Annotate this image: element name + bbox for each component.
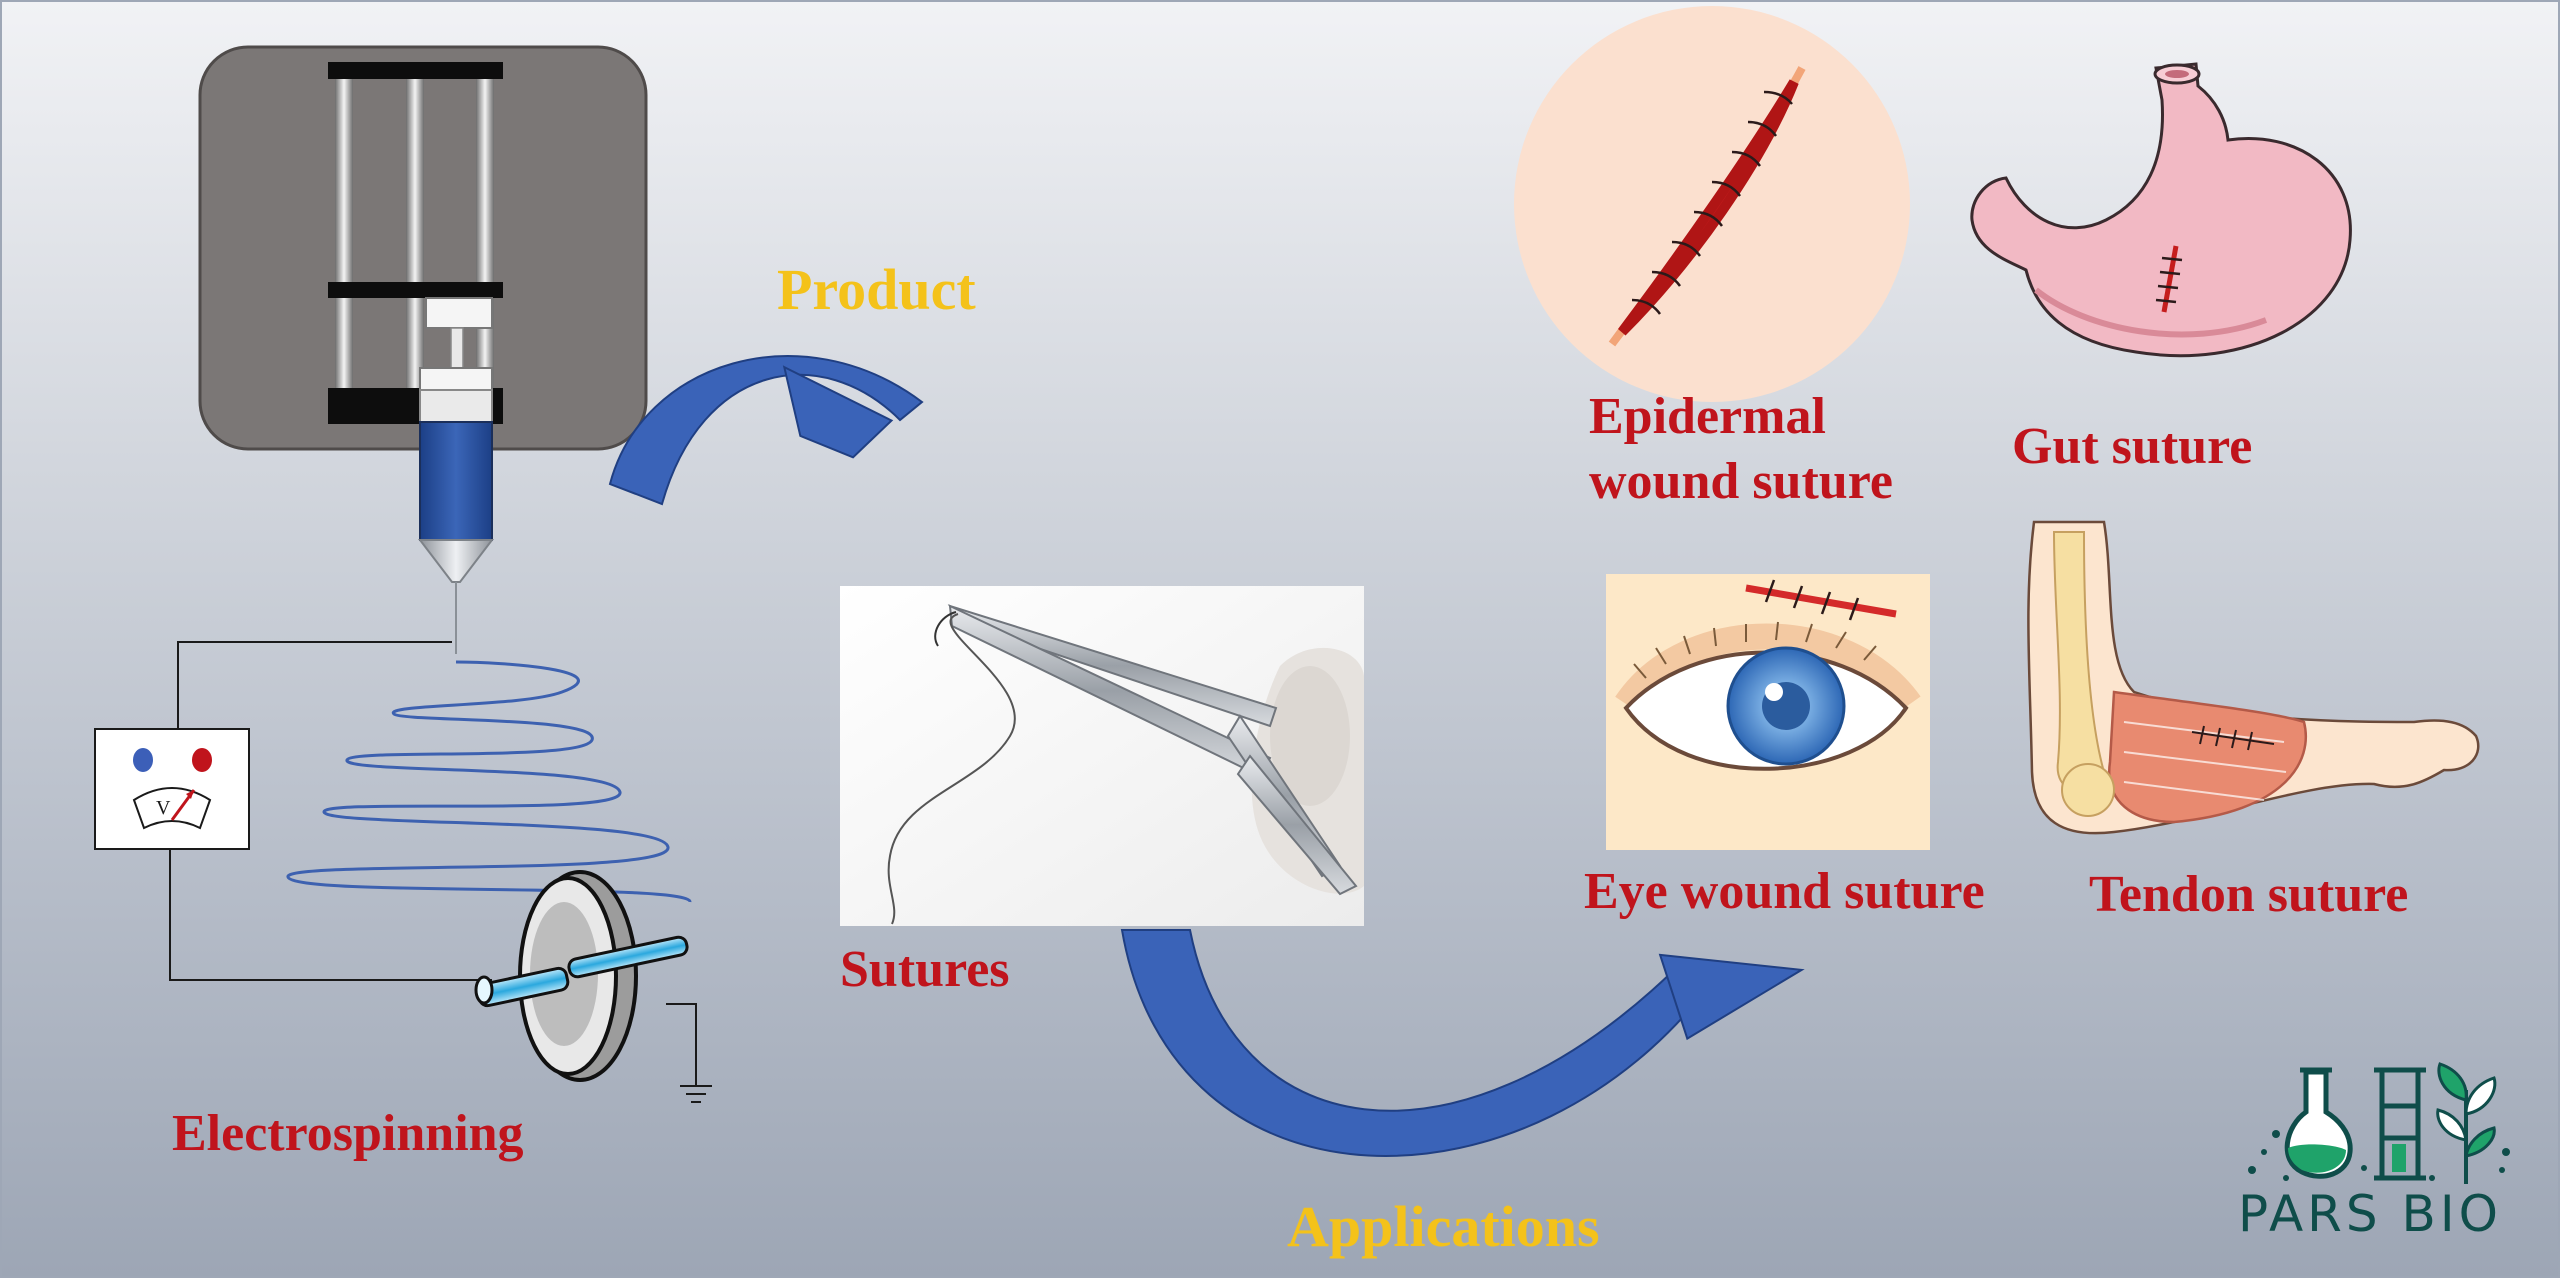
- collector-icon: [474, 870, 689, 1082]
- eye-icon: [1606, 574, 1930, 850]
- epidermal-label-line2: wound suture: [1589, 453, 1893, 510]
- gut-label: Gut suture: [2012, 418, 2253, 475]
- arm-icon: [2027, 520, 2480, 835]
- voltmeter-icon: V: [94, 728, 250, 850]
- epidermal-label-line1: Epidermal: [1589, 388, 1826, 445]
- plant-icon: [2429, 1062, 2510, 1184]
- wound-icon: [1514, 6, 1910, 402]
- eye-label: Eye wound suture: [1584, 863, 1985, 920]
- sutures-label: Sutures: [840, 941, 1010, 998]
- svg-text:V: V: [156, 797, 171, 819]
- applications-arrow: [1120, 929, 1805, 1157]
- product-label: Product: [777, 257, 976, 322]
- ground-icon: [666, 1003, 712, 1103]
- flask-icon: [2248, 1067, 2426, 1181]
- electrospinning-label: Electrospinning: [172, 1105, 524, 1162]
- applications-label: Applications: [1287, 1194, 1600, 1259]
- needle-holder-icon: [840, 586, 1364, 926]
- product-arrow: [608, 355, 924, 506]
- stomach-icon: [1970, 62, 2352, 358]
- logo-text: PARS BIO: [2238, 1185, 2502, 1243]
- tendon-label: Tendon suture: [2089, 866, 2409, 923]
